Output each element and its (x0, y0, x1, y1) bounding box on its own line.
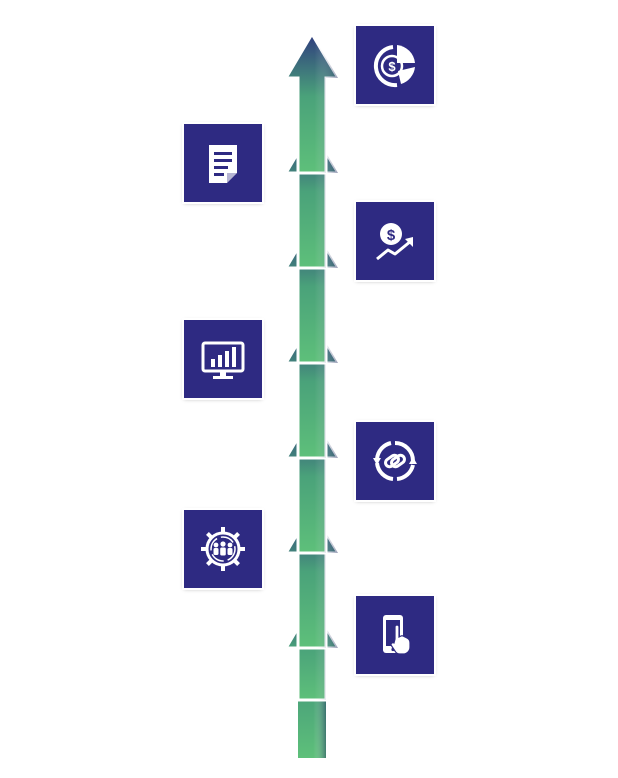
step-tile-6 (184, 510, 262, 588)
phone-touch-icon (383, 615, 411, 655)
monitor-bar-chart-icon (201, 341, 245, 379)
team-gear-icon (201, 527, 245, 571)
step-tile-5 (356, 422, 434, 500)
step-tile-1: $ (356, 26, 434, 104)
document-icon (209, 145, 237, 183)
svg-text:$: $ (387, 227, 396, 244)
dollar-growth-icon: $ (376, 223, 413, 261)
step-tile-2 (184, 124, 262, 202)
cycle-link-icon (373, 441, 417, 481)
step-tile-4 (184, 320, 262, 398)
svg-text:$: $ (388, 59, 396, 74)
step-tile-3: $ (356, 202, 434, 280)
dollar-pie-chart-icon: $ (373, 45, 415, 88)
step-tile-7 (356, 596, 434, 674)
